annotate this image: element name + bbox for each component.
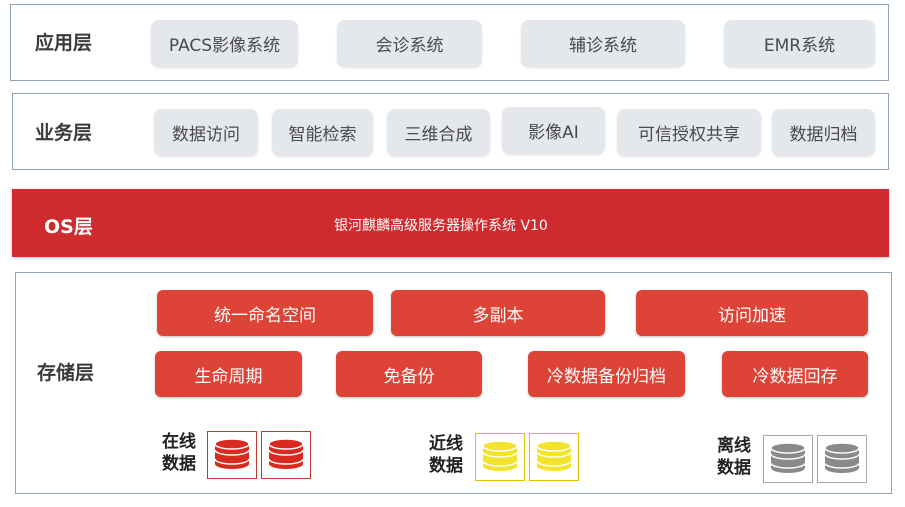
- storage-layer-title: 存储层: [37, 362, 95, 384]
- os-layer-description: 银河麒麟高级服务器操作系统 V10: [334, 218, 548, 234]
- feature-multi-replica: 多副本: [391, 290, 605, 336]
- business-item-3d-synthesis: 三维合成: [387, 109, 490, 156]
- os-layer: OS层 银河麒麟高级服务器操作系统 V10: [12, 189, 889, 257]
- tier-label-online: 在线 数据: [162, 432, 196, 474]
- os-layer-title: OS层: [44, 216, 93, 238]
- feature-backup-free: 免备份: [336, 351, 482, 397]
- feature-unified-namespace: 统一命名空间: [157, 290, 373, 336]
- business-item-smart-search: 智能检索: [272, 109, 373, 156]
- business-item-data-access: 数据访问: [154, 109, 258, 156]
- database-icon: [763, 435, 813, 483]
- feature-cold-data-archive: 冷数据备份归档: [528, 351, 685, 397]
- business-item-data-archive: 数据归档: [772, 109, 875, 156]
- tier-label-nearline: 近线 数据: [429, 434, 463, 476]
- feature-lifecycle: 生命周期: [155, 351, 302, 397]
- business-item-trusted-sharing: 可信授权共享: [617, 109, 761, 156]
- business-item-imaging-ai: 影像AI: [502, 107, 605, 154]
- app-item-assisted-diagnosis: 辅诊系统: [521, 20, 685, 67]
- business-layer: 业务层 数据访问 智能检索 三维合成 影像AI 可信授权共享 数据归档: [12, 93, 889, 170]
- database-icon: [261, 431, 311, 479]
- app-item-pacs: PACS影像系统: [151, 20, 298, 67]
- feature-access-acceleration: 访问加速: [636, 290, 868, 336]
- app-item-consultation: 会诊系统: [337, 20, 482, 67]
- database-icon: [817, 435, 867, 483]
- database-icon: [207, 431, 257, 479]
- database-icon: [529, 433, 579, 481]
- storage-layer: 存储层 统一命名空间 多副本 访问加速 生命周期 免备份 冷数据备份归档 冷数据…: [15, 272, 892, 494]
- business-layer-title: 业务层: [35, 122, 93, 144]
- database-icon: [475, 433, 525, 481]
- feature-cold-data-restore: 冷数据回存: [722, 351, 868, 397]
- tier-label-offline: 离线 数据: [717, 436, 751, 478]
- app-item-emr: EMR系统: [724, 20, 875, 67]
- application-layer-title: 应用层: [35, 32, 93, 54]
- application-layer: 应用层 PACS影像系统 会诊系统 辅诊系统 EMR系统: [10, 4, 889, 81]
